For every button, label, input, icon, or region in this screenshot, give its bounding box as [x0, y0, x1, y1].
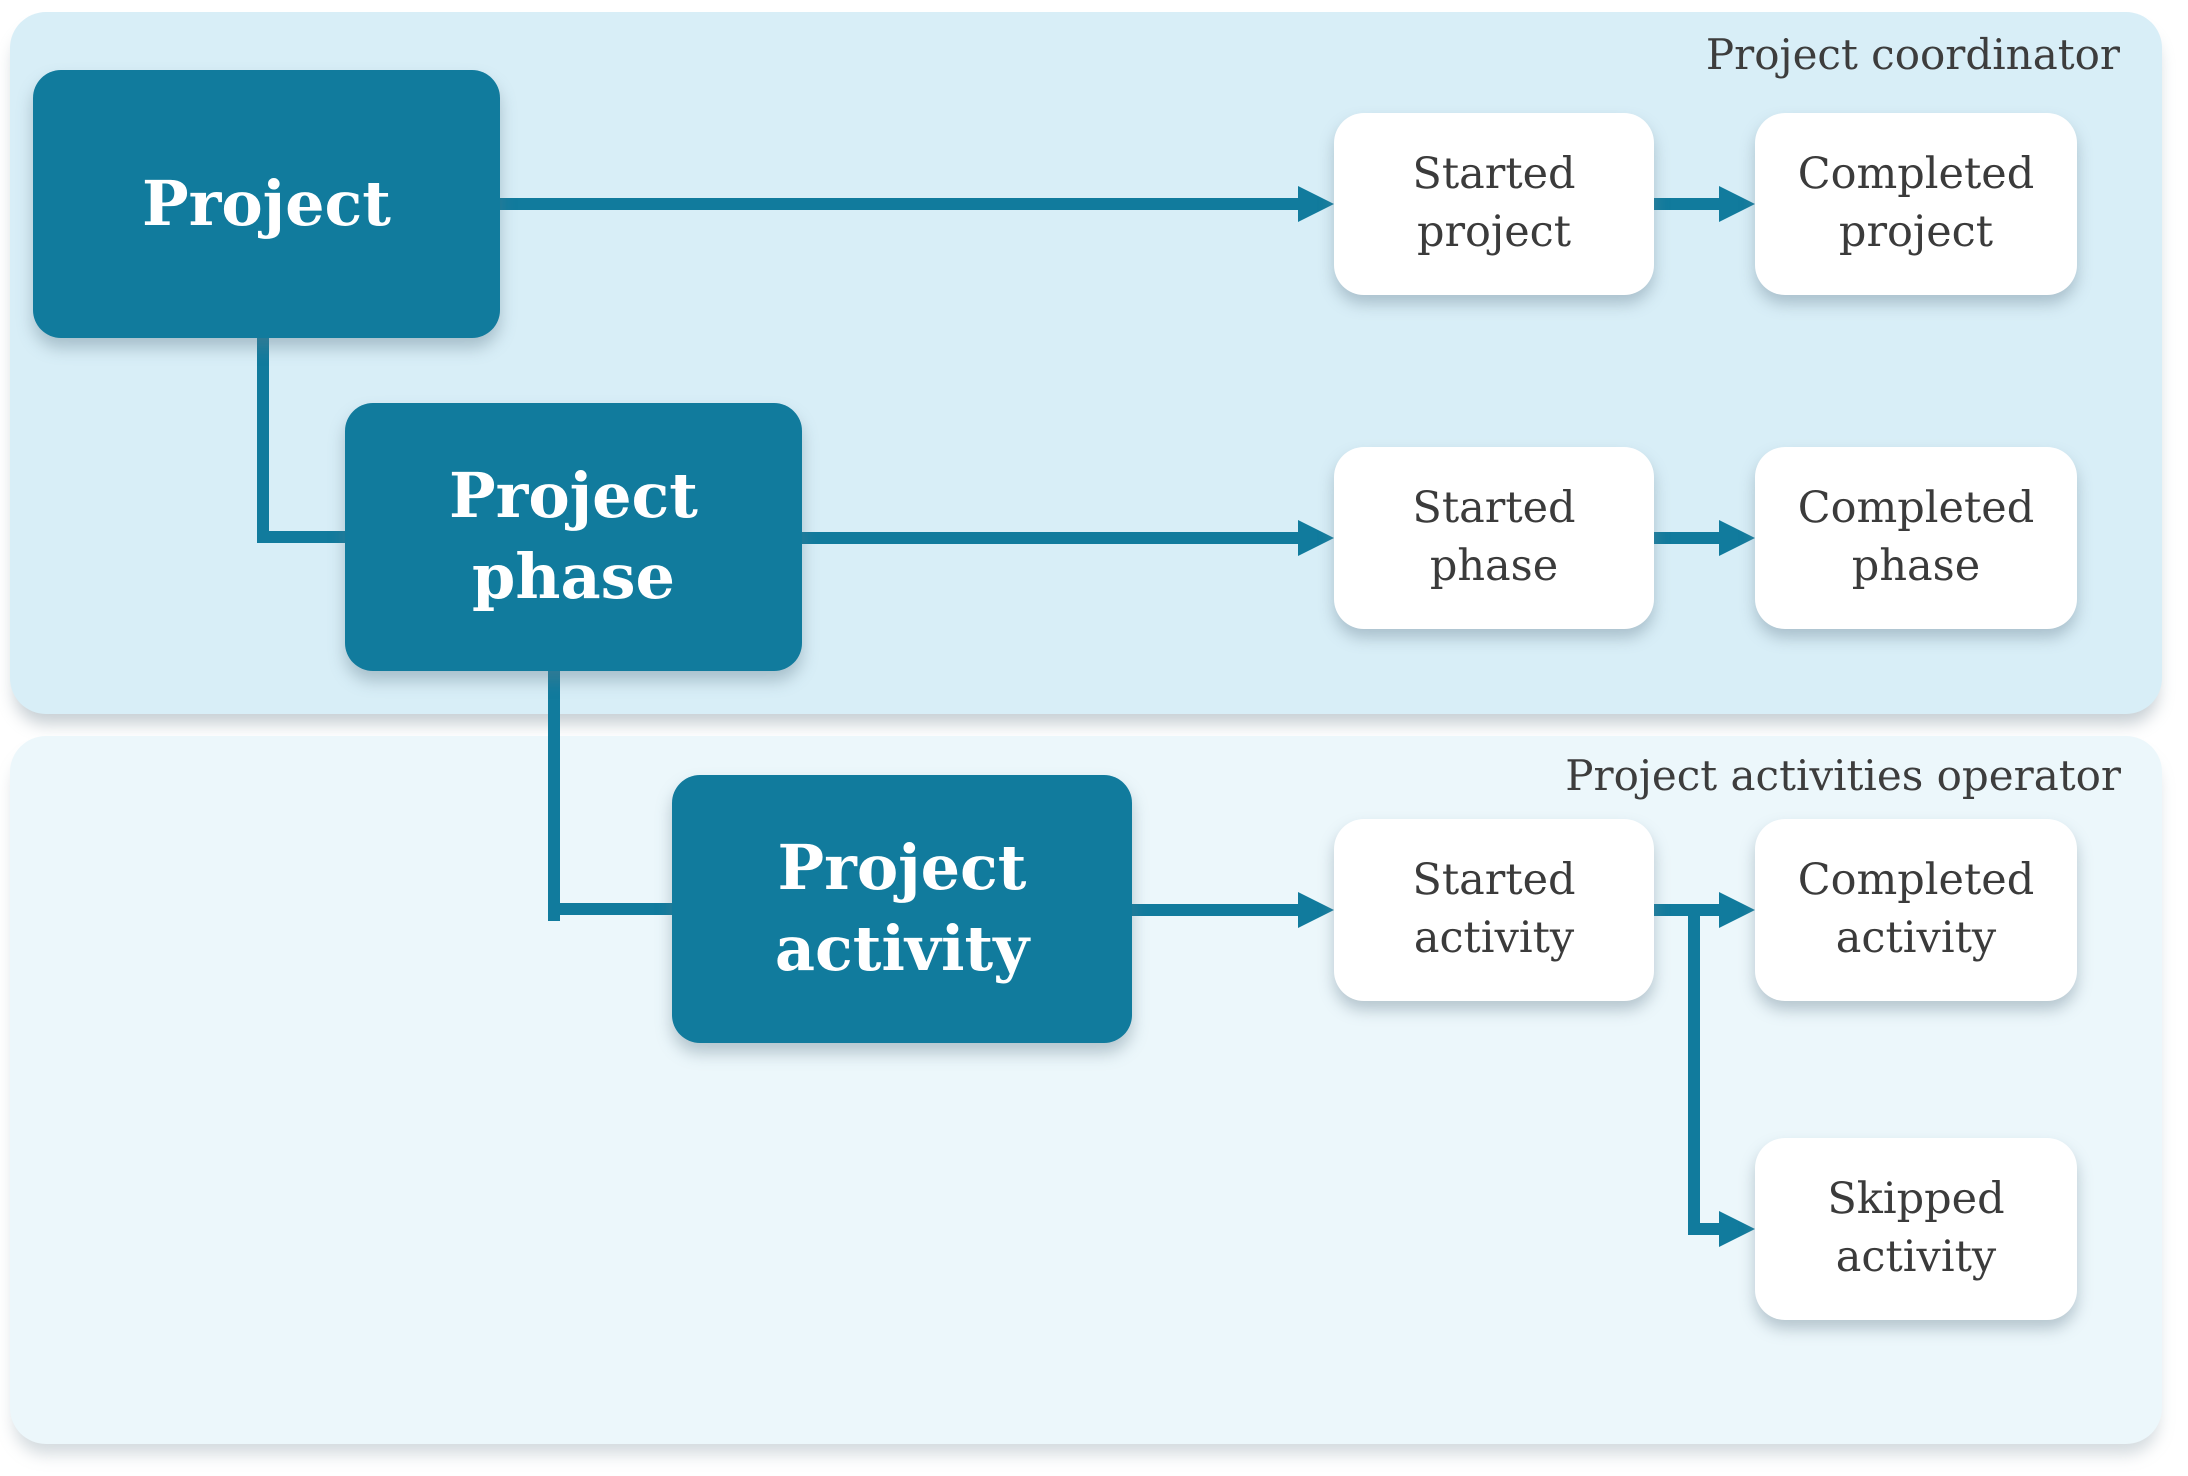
arrow-started-project-to-completed-project-head: [1719, 186, 1755, 222]
node-started-activity: Started activity: [1334, 819, 1654, 1001]
node-completed-activity: Completed activity: [1755, 819, 2077, 1001]
arrow-started-project-to-completed-project-shaft: [1654, 198, 1721, 210]
arrow-project-to-started-project-shaft: [500, 198, 1300, 210]
arrow-to-skipped-activity-head: [1719, 1211, 1755, 1247]
arrow-started-activity-to-completed-activity-head: [1719, 892, 1755, 928]
connector-phase-to-activity-vertical: [548, 671, 560, 921]
arrow-started-phase-to-completed-phase-shaft: [1654, 532, 1721, 544]
arrow-activity-to-started-activity-shaft: [1132, 904, 1300, 916]
node-started-project: Started project: [1334, 113, 1654, 295]
arrow-started-activity-to-completed-activity-shaft: [1654, 904, 1721, 916]
node-completed-phase: Completed phase: [1755, 447, 2077, 629]
arrow-started-phase-to-completed-phase-head: [1719, 520, 1755, 556]
connector-started-activity-to-skipped-horizontal: [1688, 1223, 1721, 1235]
connector-project-to-phase-vertical: [257, 338, 269, 543]
node-completed-project: Completed project: [1755, 113, 2077, 295]
lane-label-project-coordinator: Project coordinator: [1705, 30, 2120, 79]
node-project-phase: Project phase: [345, 403, 802, 671]
connector-project-to-phase-horizontal: [257, 531, 345, 543]
node-project: Project: [33, 70, 500, 338]
arrow-phase-to-started-phase-shaft: [802, 532, 1300, 544]
node-skipped-activity: Skipped activity: [1755, 1138, 2077, 1320]
arrow-phase-to-started-phase-head: [1298, 520, 1334, 556]
node-project-activity: Project activity: [672, 775, 1132, 1043]
connector-started-activity-to-skipped-vertical: [1688, 904, 1700, 1235]
lane-label-project-activities-operator: Project activities operator: [1565, 751, 2121, 800]
connector-phase-to-activity-horizontal: [548, 903, 672, 915]
arrow-project-to-started-project-head: [1298, 186, 1334, 222]
arrow-activity-to-started-activity-head: [1298, 892, 1334, 928]
node-started-phase: Started phase: [1334, 447, 1654, 629]
